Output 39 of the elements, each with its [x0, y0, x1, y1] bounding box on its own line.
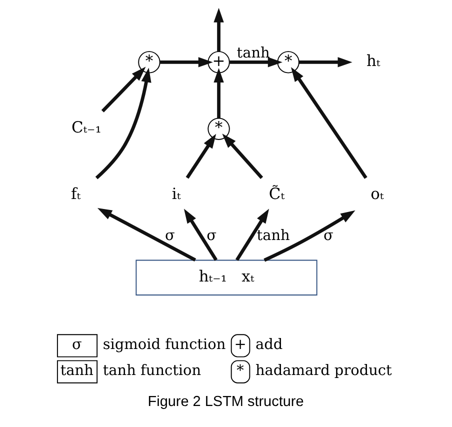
node-circle: *	[276, 51, 299, 74]
arrow	[100, 66, 146, 112]
edge-label: σ	[206, 228, 216, 244]
arrow	[185, 134, 216, 179]
node-text: Cₜ₋₁	[70, 118, 101, 137]
arrow	[213, 8, 224, 52]
node-text: fₜ	[70, 185, 80, 204]
arrow	[229, 57, 282, 68]
label: σ	[71, 337, 82, 354]
caption: Figure 2 LSTM structure	[147, 394, 304, 410]
legend-label: tanh function	[102, 363, 201, 380]
arrow	[213, 68, 224, 118]
arrow	[263, 210, 355, 262]
arrow	[234, 208, 269, 261]
node-box: hₜ₋₁ xₜ	[135, 260, 317, 296]
arrow	[96, 208, 196, 262]
node-text: iₜ	[171, 185, 180, 204]
arrow	[183, 208, 218, 261]
node-text: hₜ	[366, 52, 380, 70]
node-text: C̃ₜ	[268, 185, 284, 204]
node-circle: +	[207, 51, 230, 74]
legend-label: hadamard product	[254, 363, 392, 380]
edge-label: σ	[322, 228, 333, 244]
label: +	[234, 337, 246, 354]
arrow	[222, 134, 263, 179]
edge-label: σ	[164, 228, 174, 244]
arrow	[290, 67, 367, 179]
label: *	[236, 363, 244, 380]
legend-label: sigmoid function	[102, 337, 226, 354]
legend-label: add	[254, 337, 282, 354]
label: tanh	[60, 363, 93, 380]
node-circle: *	[207, 118, 230, 140]
edge-label: tanh	[236, 45, 270, 62]
node-circle: *	[138, 51, 160, 74]
arrow	[160, 57, 212, 68]
arrow	[94, 68, 151, 180]
edge-label: tanh	[256, 228, 290, 244]
arrow	[298, 57, 352, 68]
node-text: oₜ	[370, 185, 384, 204]
